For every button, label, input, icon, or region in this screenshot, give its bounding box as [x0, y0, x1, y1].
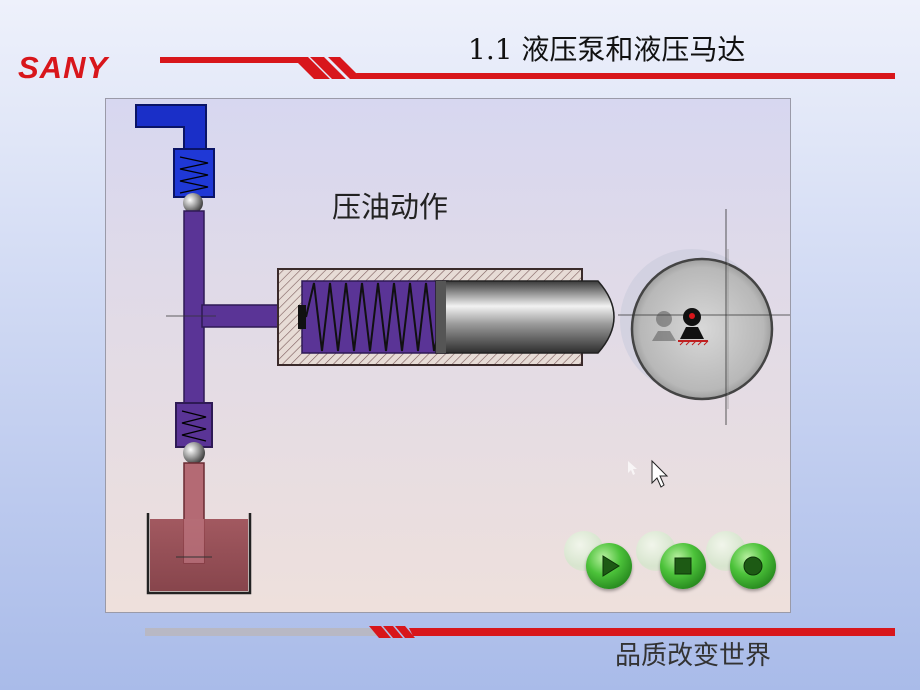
- pressure-line: [183, 210, 205, 407]
- animation-panel: 压油动作: [105, 98, 791, 613]
- circle-icon: [743, 556, 763, 576]
- sany-logo: SANY: [18, 50, 109, 85]
- play-icon: [602, 555, 620, 577]
- slide-title: 1.1 液压泵和液压马达: [468, 33, 746, 66]
- stop-icon: [674, 557, 692, 575]
- cursor-icon: [651, 459, 669, 488]
- action-label: 压油动作: [332, 190, 449, 224]
- cam-axle-ghost: [652, 311, 676, 341]
- footer-stripe: [145, 626, 895, 638]
- upper-check-ball: [183, 193, 203, 213]
- play-button[interactable]: [586, 543, 632, 589]
- pump-diagram: [135, 104, 790, 595]
- rewind-button[interactable]: [730, 543, 776, 589]
- plunger: [435, 280, 615, 354]
- cam-axle: [678, 308, 709, 346]
- eccentric-cam: [630, 257, 774, 401]
- lower-check-ball: [183, 442, 205, 464]
- footer-slogan: 品质改变世界: [615, 641, 772, 671]
- lower-valve-housing: [175, 402, 213, 448]
- return-spring: [305, 282, 443, 352]
- stop-button[interactable]: [660, 543, 706, 589]
- oil-tank: [146, 513, 252, 595]
- header-stripe: [160, 57, 895, 79]
